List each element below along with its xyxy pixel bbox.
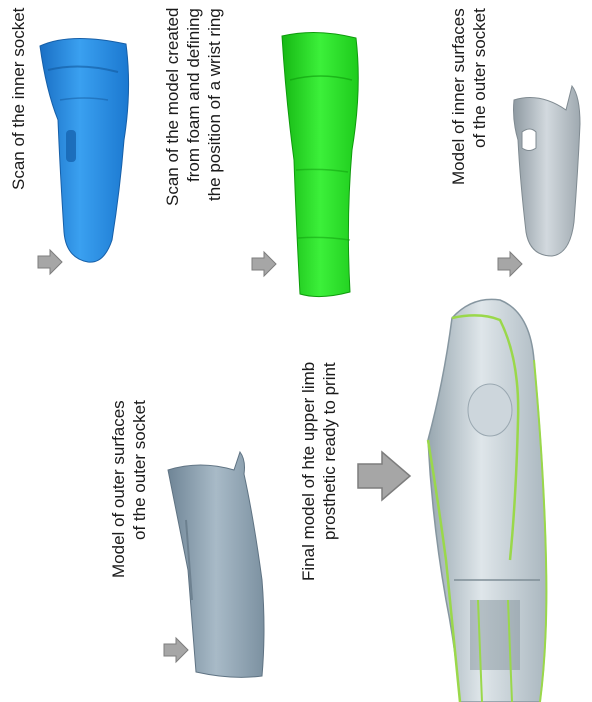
inner-surfaces-model-shape [514, 86, 581, 256]
arrow-right-icon [498, 252, 522, 276]
final-model-shape [428, 299, 546, 702]
arrow-right-icon [164, 638, 188, 662]
arrow-right-icon [252, 252, 276, 276]
arrow-right-icon [358, 452, 410, 500]
foam-model-scan-model [282, 32, 358, 296]
outer-surfaces-model-shape [168, 452, 264, 677]
inner-socket-scan-model [40, 38, 129, 262]
arrow-right-icon [38, 250, 62, 274]
